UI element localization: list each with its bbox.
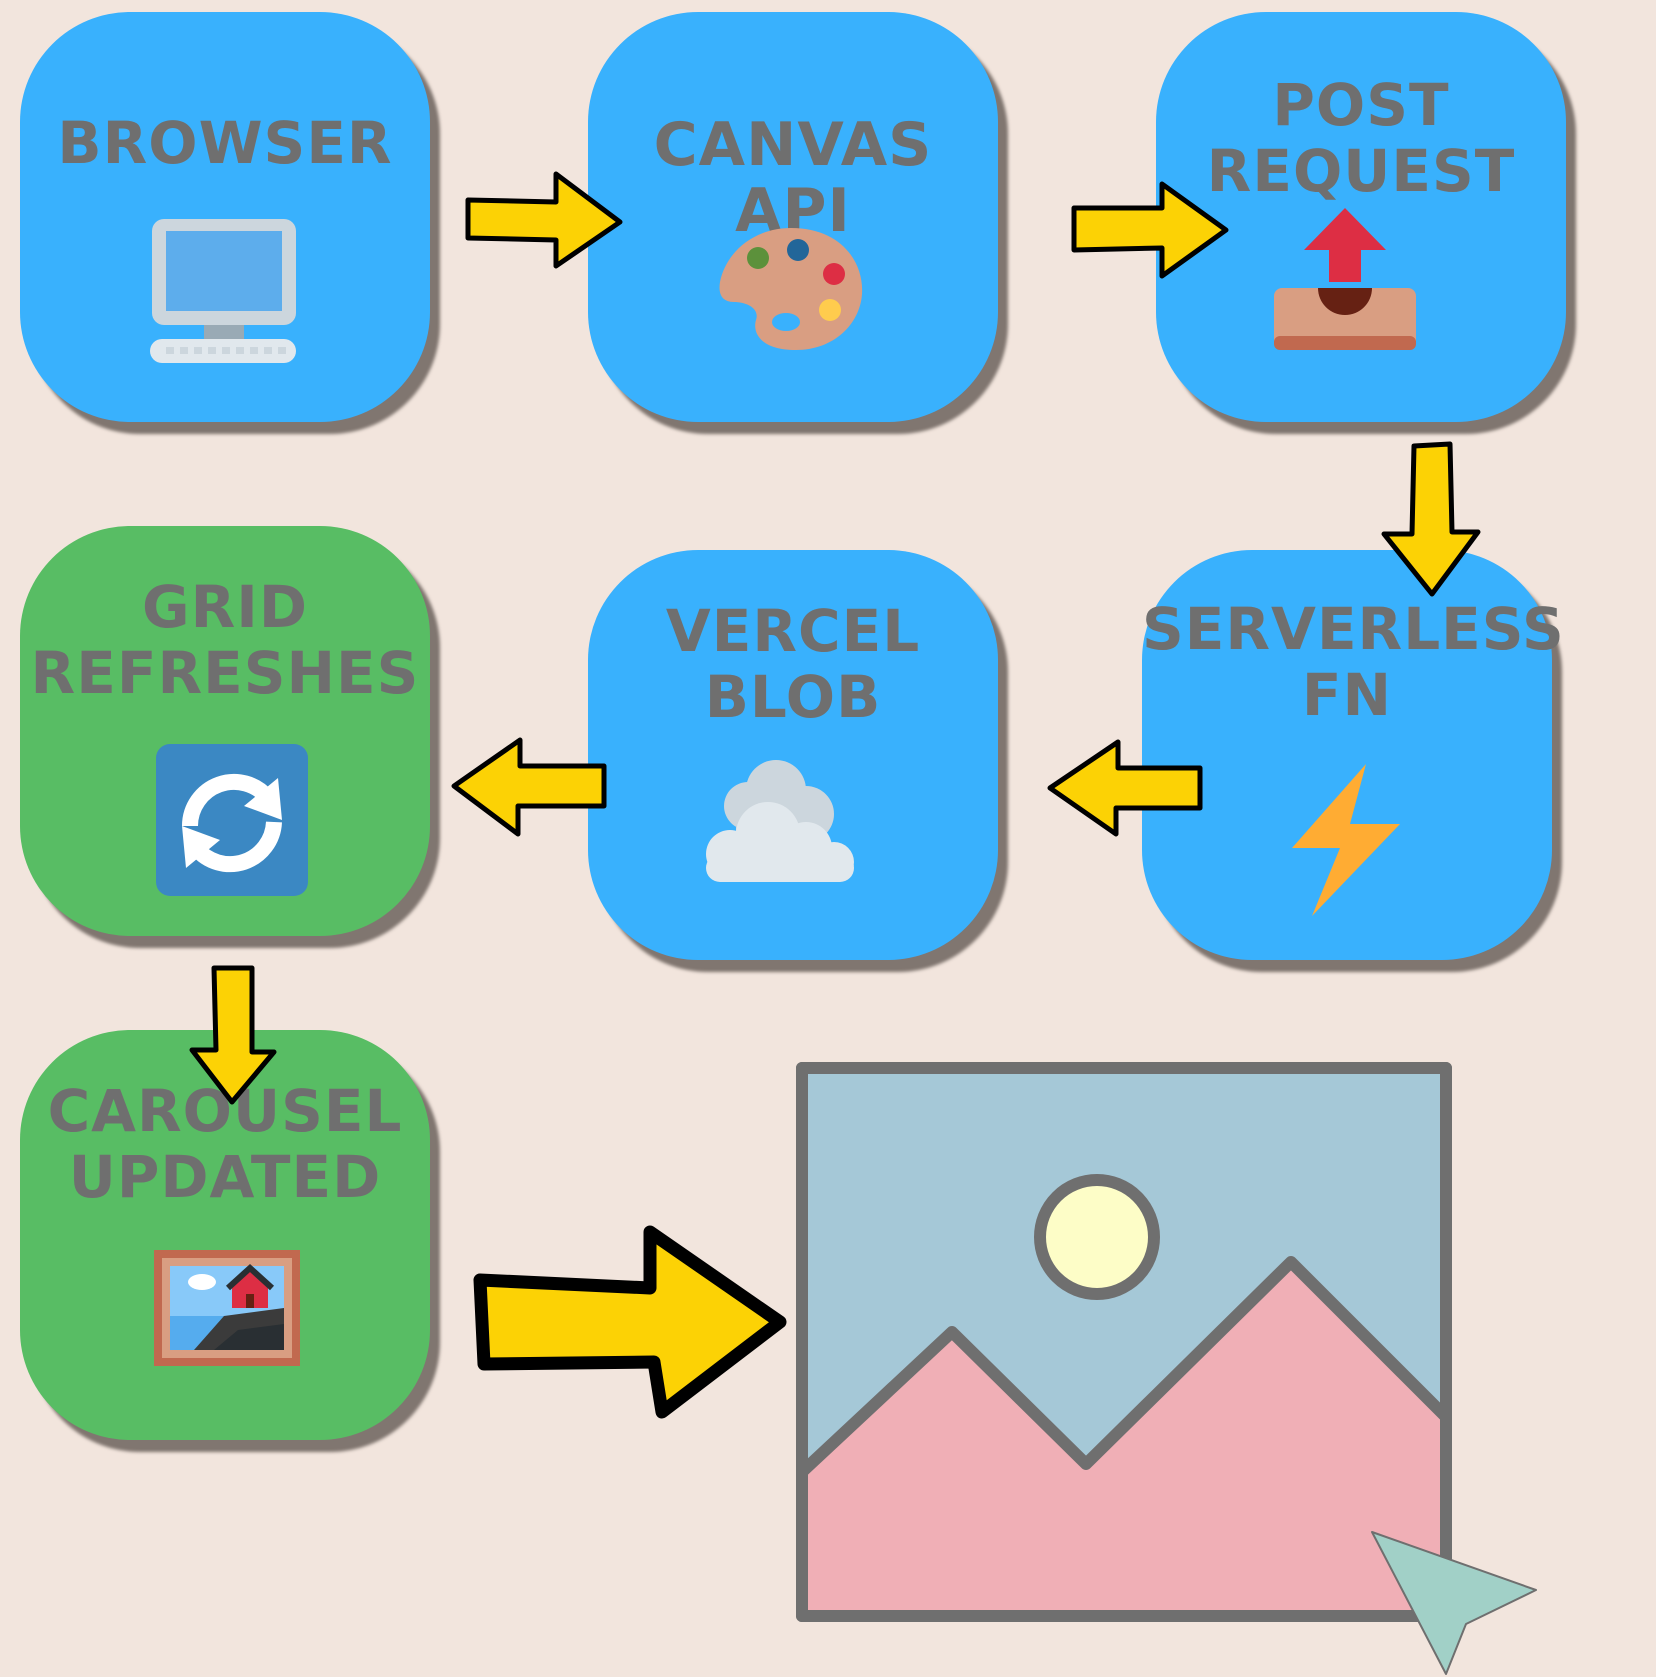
- node-grid-refreshes: GRID REFRESHES: [20, 526, 430, 936]
- upload-outbox-icon: [1274, 208, 1416, 350]
- arrow-serverless-fn-to-vercel-blob: [1047, 739, 1203, 837]
- node-canvas-api: CANVAS API: [588, 12, 998, 422]
- node-label: SERVERLESS FN: [1142, 595, 1565, 729]
- framed-picture-icon: [154, 1250, 300, 1366]
- refresh-arrows-icon: [156, 744, 308, 896]
- arrow-vercel-blob-to-grid-refreshes: [451, 737, 607, 837]
- node-vercel-blob: VERCEL BLOB: [588, 550, 998, 960]
- node-serverless-fn: SERVERLESS FN: [1142, 550, 1565, 960]
- arrow-grid-refreshes-to-carousel-updated: [189, 965, 277, 1105]
- node-browser: BROWSER: [20, 12, 430, 422]
- node-label: BROWSER: [57, 109, 393, 177]
- landscape-image-icon: [796, 1062, 1452, 1622]
- node-post-request: POST REQUEST: [1156, 12, 1566, 422]
- node-label: GRID REFRESHES: [30, 573, 420, 707]
- pointer-cursor-icon: [1371, 1531, 1537, 1675]
- node-label: VERCEL BLOB: [665, 597, 921, 731]
- arrow-browser-to-canvas-api: [465, 171, 623, 269]
- lightning-bolt-icon: [1292, 764, 1400, 916]
- cloud-icon: [706, 760, 854, 882]
- node-label: POST REQUEST: [1206, 71, 1516, 205]
- arrow-canvas-api-to-post-request: [1071, 181, 1229, 279]
- desktop-computer-icon: [150, 219, 296, 363]
- artist-palette-icon: [719, 228, 863, 350]
- arrow-post-request-to-serverless-fn: [1381, 441, 1481, 597]
- node-carousel-updated: CAROUSEL UPDATED: [20, 1030, 430, 1440]
- arrow-carousel-to-image: [473, 1225, 787, 1419]
